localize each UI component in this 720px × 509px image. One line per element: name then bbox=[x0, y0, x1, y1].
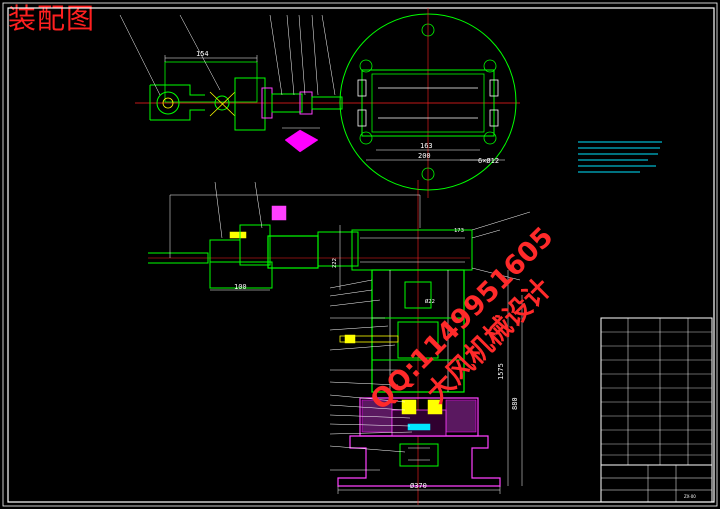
technical-notes bbox=[578, 141, 662, 173]
dim-column: Ø22 bbox=[425, 298, 435, 305]
flange-top-view: 163 200 6×Ø12 bbox=[339, 8, 517, 198]
dim-flange-len: 163 bbox=[420, 142, 433, 150]
front-view-assembly: 100 Ø22 Ø370 1575 880 2 bbox=[148, 180, 531, 505]
dim-holes: 6×Ø12 bbox=[478, 157, 499, 165]
inner-frame bbox=[7, 7, 715, 503]
top-view-arm: 154 bbox=[119, 14, 520, 153]
title-block: ZX-00 bbox=[600, 317, 713, 503]
dim-side: 100 bbox=[234, 283, 247, 291]
dim-col-a: 222 bbox=[332, 258, 338, 268]
dim-flange-total: 200 bbox=[418, 152, 431, 160]
dim-height-b: 880 bbox=[511, 397, 519, 410]
dim-base: Ø370 bbox=[410, 482, 427, 490]
dim-col-b: 173 bbox=[454, 228, 464, 234]
dim-top-width: 154 bbox=[196, 50, 209, 58]
dim-height-a: 1575 bbox=[497, 363, 505, 380]
drawing-code: ZX-00 bbox=[684, 494, 696, 499]
